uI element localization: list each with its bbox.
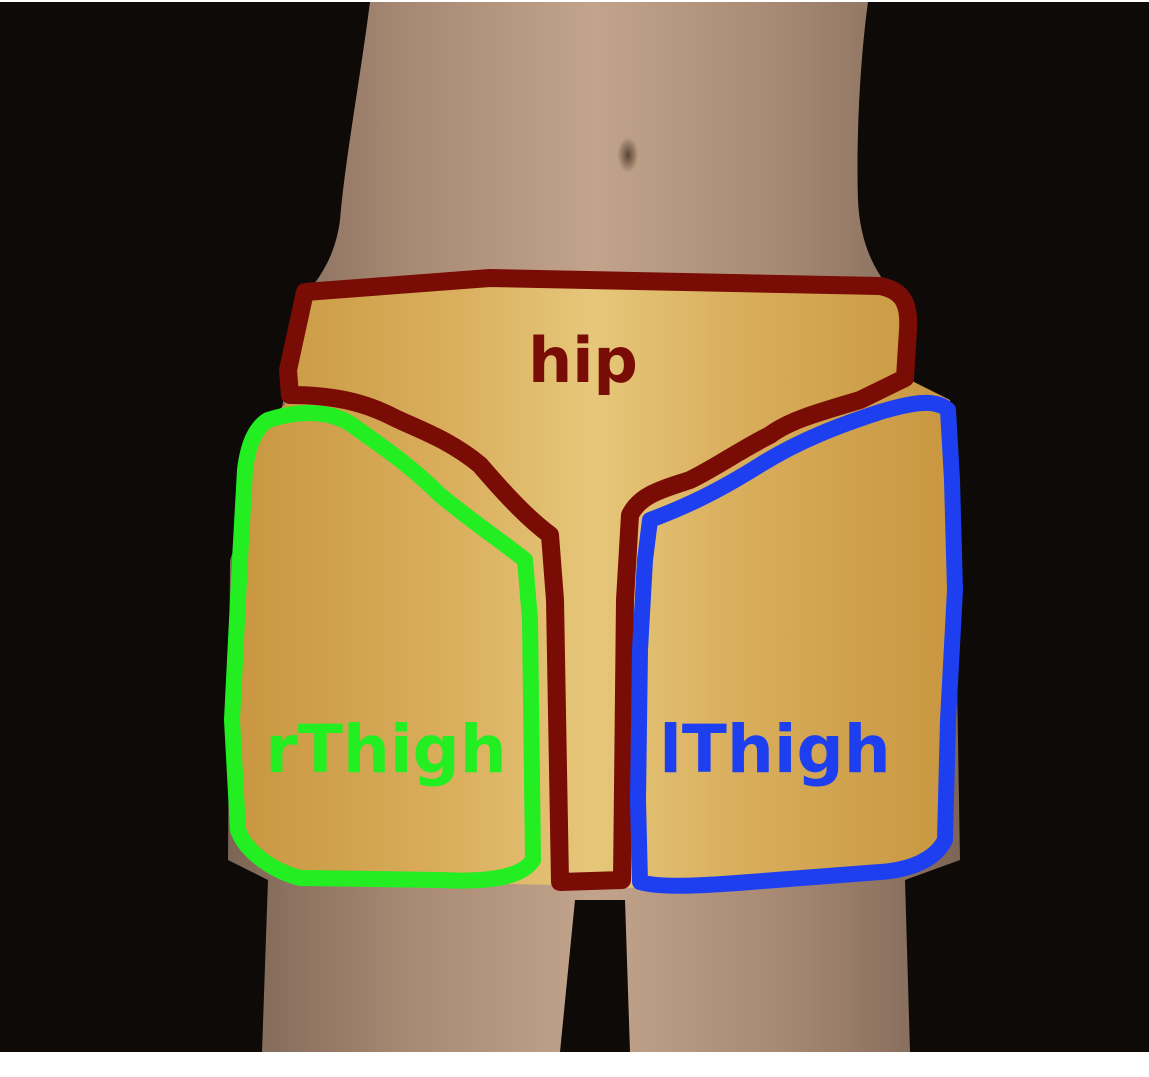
lthigh-label: lThigh xyxy=(659,711,890,788)
bottom-margin xyxy=(0,1052,1149,1077)
navel xyxy=(618,138,638,172)
hip-label: hip xyxy=(528,324,638,397)
rthigh-label: rThigh xyxy=(265,711,506,788)
top-margin xyxy=(0,0,1149,2)
